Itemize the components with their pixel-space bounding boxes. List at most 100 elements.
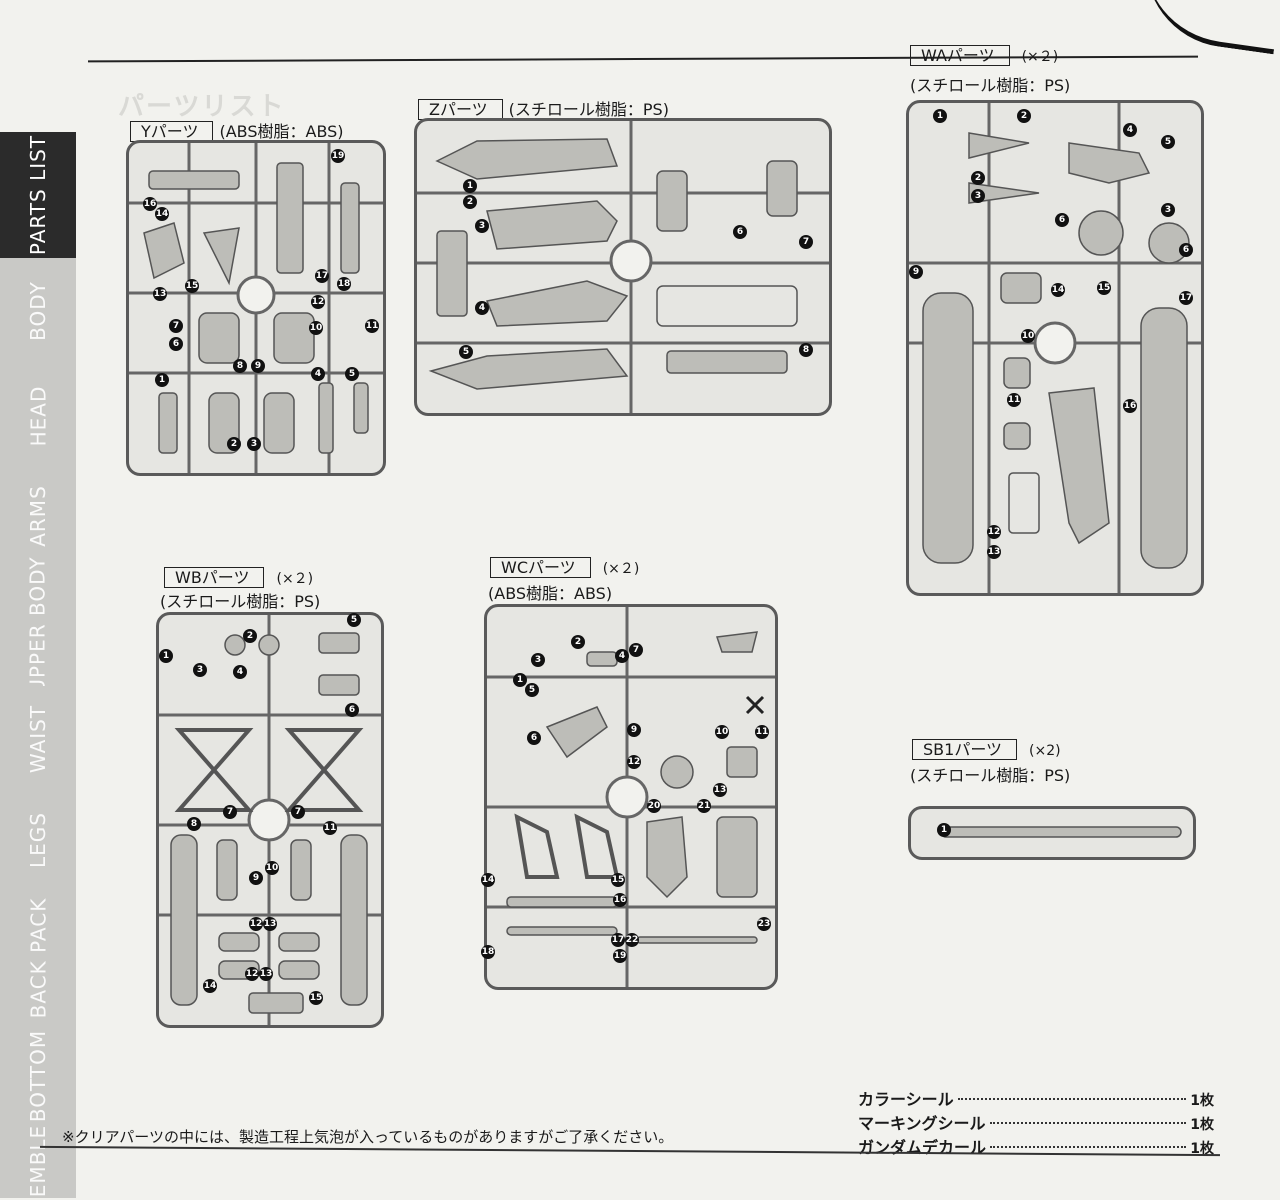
clear-parts-note: ※クリアパーツの中には、製造工程上気泡が入っているものがありますがご了承ください… xyxy=(62,1128,674,1146)
y-part-number-marker: 6 xyxy=(169,337,183,351)
y-part-number-marker: 5 xyxy=(345,367,359,381)
wb-part-number-marker: 7 xyxy=(223,805,237,819)
side-tab-strip: PARTS LIST BODY HEAD ARMS UPPER BODY WAI… xyxy=(0,132,76,1200)
y-part-number-marker: 14 xyxy=(155,207,169,221)
wa-part-number-marker: 4 xyxy=(1123,123,1137,137)
y-part-number-marker: 11 xyxy=(365,319,379,333)
corner-decoration xyxy=(1134,0,1280,55)
wc-part-number-marker: 6 xyxy=(527,731,541,745)
y-part-number-marker: 2 xyxy=(227,437,241,451)
wa-part-number-marker: 15 xyxy=(1097,281,1111,295)
z-part-number-marker: 4 xyxy=(475,301,489,315)
y-part-number-marker: 9 xyxy=(251,359,265,373)
wc-parts-sprue xyxy=(484,604,778,990)
tab-head[interactable]: HEAD xyxy=(0,364,76,470)
y-part-number-marker: 7 xyxy=(169,319,183,333)
wc-part-number-marker: 23 xyxy=(757,917,771,931)
y-part-number-marker: 16 xyxy=(143,197,157,211)
z-sprue-drawing xyxy=(417,121,829,413)
wc-part-number-marker: 9 xyxy=(627,723,641,737)
wc-part-number-marker: 1 xyxy=(513,673,527,687)
z-part-number-marker: 2 xyxy=(463,195,477,209)
z-part-number-marker: 1 xyxy=(463,179,477,193)
y-part-number-marker: 15 xyxy=(185,279,199,293)
z-parts-title: Zパーツ(スチロール樹脂：PS) xyxy=(418,96,669,120)
wb-part-number-marker: 13 xyxy=(263,917,277,931)
wa-part-number-marker: 16 xyxy=(1123,399,1137,413)
wa-part-number-marker: 12 xyxy=(987,525,1001,539)
wc-parts-title: WCパーツ(×２) xyxy=(490,554,639,578)
wc-part-number-marker: 16 xyxy=(613,893,627,907)
y-part-number-marker: 1 xyxy=(155,373,169,387)
wa-part-number-marker: 11 xyxy=(1007,393,1021,407)
y-sprue-drawing xyxy=(129,143,383,473)
wc-part-number-marker: 19 xyxy=(613,949,627,963)
wc-part-number-marker: 17 xyxy=(611,933,625,947)
tab-body[interactable]: BODY xyxy=(0,258,76,366)
sb1-parts-material: (スチロール樹脂：PS) xyxy=(910,766,1071,785)
wc-parts-material: (ABS樹脂：ABS) xyxy=(488,584,613,603)
tab-upper-body[interactable]: UPPER BODY xyxy=(0,556,76,694)
wa-part-number-marker: 2 xyxy=(1017,109,1031,123)
wb-part-number-marker: 6 xyxy=(345,703,359,717)
wa-parts-title: WAパーツ(×２) xyxy=(910,42,1058,66)
wa-part-number-marker: 17 xyxy=(1179,291,1193,305)
y-part-number-marker: 19 xyxy=(331,149,345,163)
z-part-number-marker: 3 xyxy=(475,219,489,233)
wc-part-number-marker: 14 xyxy=(481,873,495,887)
wc-part-number-marker: 22 xyxy=(625,933,639,947)
y-part-number-marker: 17 xyxy=(315,269,329,283)
y-part-number-marker: 12 xyxy=(311,295,325,309)
y-part-number-marker: 10 xyxy=(309,321,323,335)
wa-sprue-drawing xyxy=(909,103,1201,593)
z-part-number-marker: 5 xyxy=(459,345,473,359)
wa-part-number-marker: 9 xyxy=(909,265,923,279)
wc-part-number-marker: 4 xyxy=(615,649,629,663)
wc-part-number-marker: 7 xyxy=(629,643,643,657)
wc-part-number-marker: 10 xyxy=(715,725,729,739)
tab-waist[interactable]: WAIST xyxy=(0,686,76,794)
wb-parts-material: (スチロール樹脂：PS) xyxy=(160,592,321,611)
wa-part-number-marker: 6 xyxy=(1055,213,1069,227)
wb-part-number-marker: 12 xyxy=(249,917,263,931)
wa-part-number-marker: 6 xyxy=(1179,243,1193,257)
wa-parts-sprue xyxy=(906,100,1204,596)
background-heading: パーツリスト xyxy=(118,92,286,122)
tab-back-pack[interactable]: BACK PACK xyxy=(0,888,76,1030)
tab-arms[interactable]: ARMS xyxy=(0,468,76,566)
wa-part-number-marker: 10 xyxy=(1021,329,1035,343)
wc-part-number-marker: 5 xyxy=(525,683,539,697)
wb-sprue-drawing xyxy=(159,615,381,1025)
sb1-parts-sprue xyxy=(908,806,1196,860)
wc-part-number-marker: 12 xyxy=(627,755,641,769)
wc-sprue-drawing xyxy=(487,607,775,987)
tab-bottom[interactable]: BOTTOM xyxy=(0,1028,76,1126)
z-part-number-marker: 7 xyxy=(799,235,813,249)
y-parts-title: Yパーツ(ABS樹脂：ABS) xyxy=(130,118,344,142)
wa-part-number-marker: 1 xyxy=(933,109,947,123)
y-part-number-marker: 8 xyxy=(233,359,247,373)
wa-part-number-marker: 5 xyxy=(1161,135,1175,149)
y-part-number-marker: 4 xyxy=(311,367,325,381)
z-parts-sprue xyxy=(414,118,832,416)
wb-part-number-marker: 9 xyxy=(249,871,263,885)
wb-part-number-marker: 13 xyxy=(259,967,273,981)
wc-part-number-marker: 2 xyxy=(571,635,585,649)
y-parts-sprue xyxy=(126,140,386,476)
wa-part-number-marker: 3 xyxy=(1161,203,1175,217)
wb-part-number-marker: 12 xyxy=(245,967,259,981)
tab-legs[interactable]: LEGS xyxy=(0,792,76,890)
wc-part-number-marker: 11 xyxy=(755,725,769,739)
tab-parts-list[interactable]: PARTS LIST xyxy=(0,132,76,260)
wb-part-number-marker: 4 xyxy=(233,665,247,679)
wa-part-number-marker: 14 xyxy=(1051,283,1065,297)
wc-part-number-marker: 3 xyxy=(531,653,545,667)
wb-parts-title: WBパーツ(×２) xyxy=(164,564,313,588)
y-part-number-marker: 13 xyxy=(153,287,167,301)
sb1-part-number-marker: 1 xyxy=(937,823,951,837)
tab-emblem[interactable]: EMBLE xyxy=(0,1124,76,1200)
y-part-number-marker: 18 xyxy=(337,277,351,291)
wa-part-number-marker: 2 xyxy=(971,171,985,185)
y-part-number-marker: 3 xyxy=(247,437,261,451)
